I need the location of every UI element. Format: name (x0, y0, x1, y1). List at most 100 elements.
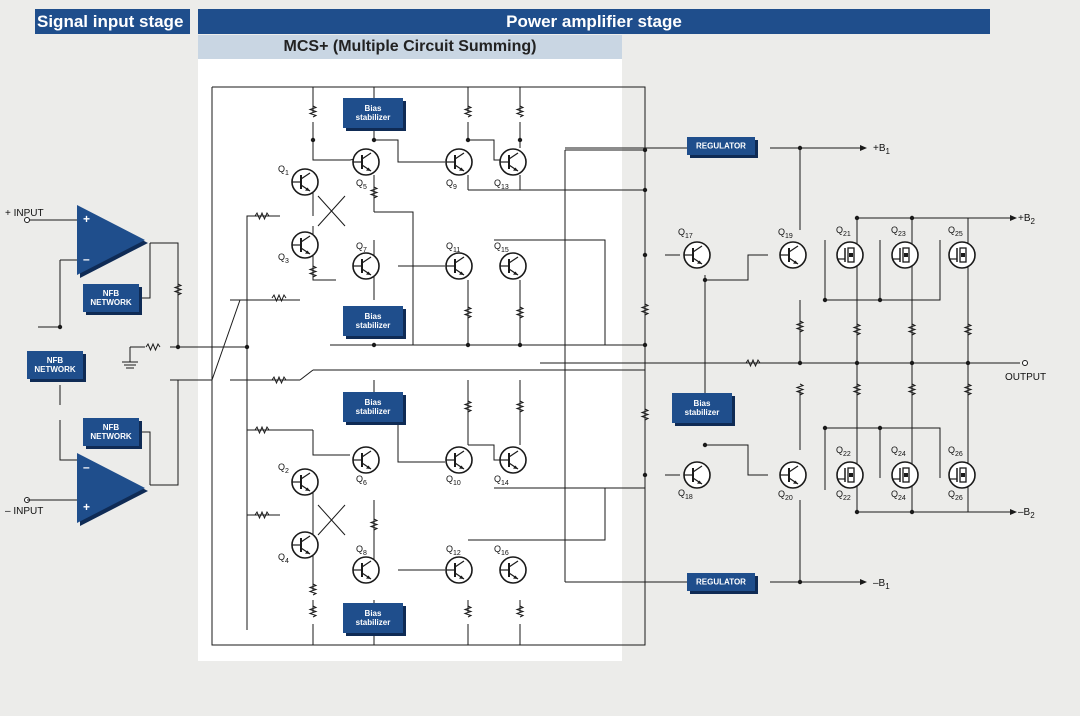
transistor-collector (692, 465, 703, 473)
transistor-label: Q26 (948, 445, 963, 458)
mosfet-body (961, 253, 965, 257)
opamp-sign: – (83, 252, 90, 266)
transistor-label: Q10 (446, 474, 461, 487)
resistor (254, 425, 270, 435)
regulator-bottom-label: REGULATOR (696, 578, 746, 587)
regulator-top (687, 137, 755, 155)
resistor (271, 375, 287, 385)
resistor (308, 265, 318, 278)
resistor (308, 583, 318, 596)
transistor-collector (692, 245, 703, 253)
nfb-network-bottom-label: NFB (103, 423, 120, 432)
transistor-label: Q11 (446, 241, 460, 254)
bias-stabilizer-3 (343, 392, 403, 422)
resistor (463, 605, 473, 618)
plus-b1-label: +B1 (873, 143, 891, 156)
plus-b2-label: +B2 (1018, 213, 1036, 226)
transistor-label: Q5 (356, 178, 367, 191)
transistor-label: Q3 (278, 252, 289, 265)
nfb-network-top-label: NFB (103, 289, 120, 298)
minus-input-label: – INPUT (5, 506, 43, 517)
rail-arrow (860, 579, 867, 585)
transistor-collector (454, 560, 465, 568)
transistor-arrow (305, 187, 310, 191)
resistor (515, 400, 525, 413)
rail-arrow (1010, 215, 1017, 221)
bias-stabilizer-2-label: stabilizer (356, 321, 391, 330)
transistor-arrow (305, 550, 310, 554)
nfb-network-top-label: NETWORK (90, 298, 132, 307)
transistor-label: Q18 (678, 488, 693, 501)
transistor-collector (508, 450, 519, 458)
resistor (463, 400, 473, 413)
minus-b1-label: –B1 (873, 578, 890, 591)
transistor-arrow (513, 271, 518, 275)
bias-stabilizer-5 (672, 393, 732, 423)
transistor-label: Q25 (948, 225, 963, 238)
mosfet-body (904, 253, 908, 257)
resistor (795, 320, 805, 333)
transistor-collector (361, 560, 372, 568)
transistor-label: Q8 (356, 544, 367, 557)
mosfet-body (849, 473, 853, 477)
transistor-arrow (793, 480, 798, 484)
bias-stabilizer-5-label: stabilizer (685, 408, 720, 417)
transistor-collector (300, 472, 311, 480)
mosfet-body (961, 473, 965, 477)
nfb-network-bottom-label: NETWORK (90, 432, 132, 441)
mosfet-channel (959, 467, 967, 483)
regulator-bottom (687, 573, 755, 591)
transistor-arrow (459, 465, 464, 469)
bias-stabilizer-2-label: Bias (365, 312, 382, 321)
transistor-label: Q4 (278, 552, 289, 565)
transistor-label: Q22 (836, 489, 851, 502)
transistor-collector (300, 235, 311, 243)
transistor-label: Q7 (356, 241, 367, 254)
transistor-collector (454, 256, 465, 264)
nfb-network-top (83, 284, 139, 312)
transistor-label: Q24 (891, 489, 906, 502)
resistor (369, 186, 379, 199)
resistor (745, 358, 761, 368)
bias-stabilizer-4-label: stabilizer (356, 618, 391, 627)
transistor-label: Q12 (446, 544, 461, 557)
transistor-label: Q19 (778, 227, 793, 240)
mosfet-channel (959, 247, 967, 263)
bias-stabilizer-2 (343, 306, 403, 336)
rail-arrow (1010, 509, 1017, 515)
bias-stabilizer-3-label: stabilizer (356, 407, 391, 416)
opamp-symbol (77, 205, 145, 275)
resistor (145, 342, 161, 352)
transistor-collector (788, 245, 799, 253)
transistor-label: Q9 (446, 178, 457, 191)
opamp-sign: + (83, 212, 90, 226)
transistor-collector (300, 172, 311, 180)
transistor-label: Q2 (278, 462, 289, 475)
transistor-arrow (793, 260, 798, 264)
opamp-sign: – (83, 460, 90, 474)
transistor-label: Q23 (891, 225, 906, 238)
resistor (463, 105, 473, 118)
transistor-label: Q13 (494, 178, 509, 191)
resistor (963, 323, 973, 336)
resistor (963, 383, 973, 396)
resistor (515, 306, 525, 319)
transistor-label: Q17 (678, 227, 693, 240)
bias-stabilizer-4-label: Bias (365, 609, 382, 618)
resistor (795, 383, 805, 396)
nfb-network-mid (27, 351, 83, 379)
transistor-collector (361, 256, 372, 264)
mosfet-channel (902, 247, 910, 263)
transistor-arrow (305, 250, 310, 254)
regulator-top-label: REGULATOR (696, 142, 746, 151)
transistor-collector (361, 450, 372, 458)
transistor-arrow (513, 575, 518, 579)
mosfet-body (849, 253, 853, 257)
transistor-arrow (697, 480, 702, 484)
transistor-collector (454, 152, 465, 160)
resistor (173, 283, 183, 296)
transistor-arrow (366, 271, 371, 275)
transistor-collector (508, 560, 519, 568)
